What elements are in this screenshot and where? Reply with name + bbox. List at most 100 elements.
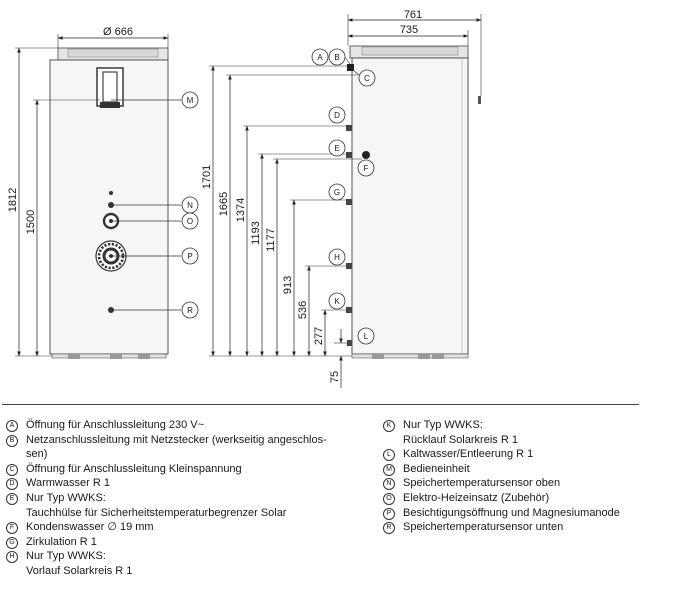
side-height-1374-label: 1374 — [235, 198, 247, 222]
legend-item-N: N Speichertemperatursensor oben — [383, 476, 673, 491]
side-foot-2 — [418, 354, 430, 359]
side-width-735-label: 735 — [400, 24, 418, 36]
legend-item-B: B Netzanschlussleitung mit Netzstecker (… — [6, 433, 366, 462]
side-callout-E: E — [328, 139, 346, 157]
legend-left-column: A Öffnung für Anschlussleitung 230 V~ B … — [6, 418, 366, 579]
svg-text:A: A — [317, 53, 323, 62]
svg-text:R: R — [187, 306, 193, 315]
legend-item-D: D Warmwasser R 1 — [6, 476, 366, 491]
legend-item-C: C Öffnung für Anschlussleitung Kleinspan… — [6, 462, 366, 477]
front-foot-left — [68, 354, 80, 359]
legend-text: Besichtigungsöffnung und Magnesiumanode — [403, 506, 620, 519]
legend-badge: H — [6, 551, 18, 564]
front-base — [51, 353, 167, 359]
front-callout-R: R — [181, 301, 199, 319]
front-small-dot — [109, 191, 113, 195]
svg-text:N: N — [187, 201, 193, 210]
conn-H-stub — [346, 263, 352, 269]
svg-text:O: O — [187, 217, 193, 226]
legend-badge: R — [383, 522, 395, 535]
legend-item-P: P Besichtigungsöffnung und Magnesiumanod… — [383, 506, 673, 521]
side-body — [351, 57, 469, 355]
legend-text: Bedieneinheit — [403, 462, 470, 475]
front-height-1500-label: 1500 — [25, 210, 37, 234]
control-unit-graphic — [96, 67, 124, 108]
conn-A-B-stub — [347, 64, 354, 71]
side-height-1665-label: 1665 — [218, 192, 230, 216]
legend-right-column: K Nur Typ WWKS: Rücklauf Solarkreis R 1 … — [383, 418, 673, 535]
side-height-1177-label: 1177 — [265, 228, 277, 252]
legend-badge: K — [383, 420, 395, 432]
side-foot-3 — [432, 354, 444, 359]
conn-G-stub — [346, 199, 352, 205]
front-callout-M: M — [181, 91, 199, 109]
front-callout-N: N — [181, 196, 199, 214]
legend-text: Speichertemperatursensor oben — [403, 477, 561, 490]
svg-text:C: C — [364, 74, 370, 83]
legend-item-K: K Nur Typ WWKS: Rücklauf Solarkreis R 1 — [383, 418, 673, 447]
side-foot-1 — [372, 354, 384, 359]
legend-text: Netzanschlussleitung mit Netzstecker (we… — [26, 433, 327, 461]
dimension-drawing: M N O P R Ø 666 1812 1500 — [7, 9, 482, 388]
front-callout-O: O — [181, 212, 199, 230]
side-height-536-label: 536 — [297, 301, 309, 319]
legend-text: Zirkulation R 1 — [26, 535, 97, 548]
svg-text:G: G — [334, 188, 340, 197]
legend-text: Öffnung für Anschlussleitung 230 V~ — [26, 419, 205, 431]
legend-badge: F — [6, 522, 18, 535]
side-height-1701-label: 1701 — [201, 165, 213, 189]
legend-badge: L — [383, 449, 395, 462]
svg-text:P: P — [187, 252, 192, 261]
legend-item-F: F Kondenswasser ∅ 19 mm — [6, 520, 366, 535]
legend-item-H: H Nur Typ WWKS: Vorlauf Solarkreis R 1 — [6, 549, 366, 578]
svg-text:L: L — [364, 332, 369, 341]
side-top-grille — [361, 46, 459, 56]
legend-text: Nur Typ WWKS: Rücklauf Solarkreis R 1 — [403, 419, 518, 446]
side-callout-K: K — [328, 292, 346, 310]
conn-L-stub — [347, 340, 352, 346]
side-height-1193-label: 1193 — [250, 221, 262, 245]
legend-badge: A — [6, 420, 18, 432]
front-foot-right — [138, 354, 150, 359]
conn-K-stub — [346, 307, 352, 313]
side-callout-D: D — [328, 106, 346, 124]
legend-item-O: O Elektro-Heizeinsatz (Zubehör) — [383, 491, 673, 506]
svg-text:M: M — [187, 96, 194, 105]
front-foot-mid — [110, 354, 122, 359]
conn-D-stub — [346, 125, 352, 131]
legend-badge: O — [383, 492, 395, 505]
legend-text: Kondenswasser ∅ 19 mm — [26, 521, 154, 534]
svg-text:B: B — [334, 53, 339, 62]
legend-badge: D — [6, 478, 18, 491]
side-base — [351, 353, 469, 359]
legend-text: Warmwasser R 1 — [26, 477, 110, 490]
legend-badge: P — [383, 507, 395, 520]
conn-F-stub — [362, 151, 370, 159]
side-callout-A: A — [311, 48, 329, 66]
legend-item-A: A Öffnung für Anschlussleitung 230 V~ — [6, 418, 366, 433]
side-height-277-label: 277 — [313, 327, 325, 345]
side-callout-G: G — [328, 183, 346, 201]
legend-item-R: R Speichertemperatursensor unten — [383, 520, 673, 535]
legend-badge: C — [6, 463, 18, 476]
svg-text:H: H — [334, 253, 340, 262]
legend-item-G: G Zirkulation R 1 — [6, 535, 366, 550]
svg-text:D: D — [334, 111, 340, 120]
legend-badge: M — [383, 463, 395, 476]
legend-text: Öffnung für Anschlussleitung Kleinspannu… — [26, 462, 242, 475]
side-width-761-label: 761 — [404, 9, 422, 21]
legend-badge: G — [6, 536, 18, 549]
front-grille — [67, 48, 159, 58]
side-view: 761 735 1701 1665 1374 1193 1177 913 536 — [201, 9, 482, 388]
side-callout-L: L — [357, 327, 375, 345]
front-height-1812-label: 1812 — [7, 188, 19, 212]
side-callout-F: F — [357, 159, 375, 177]
legend-badge: N — [383, 478, 395, 491]
svg-text:F: F — [364, 164, 369, 173]
side-callout-C: C — [358, 69, 376, 87]
legend-item-M: M Bedieneinheit — [383, 462, 673, 477]
front-view: M N O P R Ø 666 1812 1500 — [7, 26, 199, 359]
side-callout-H: H — [328, 248, 346, 266]
legend-badge: B — [6, 434, 18, 447]
legend-text: Nur Typ WWKS: Vorlauf Solarkreis R 1 — [26, 550, 133, 577]
